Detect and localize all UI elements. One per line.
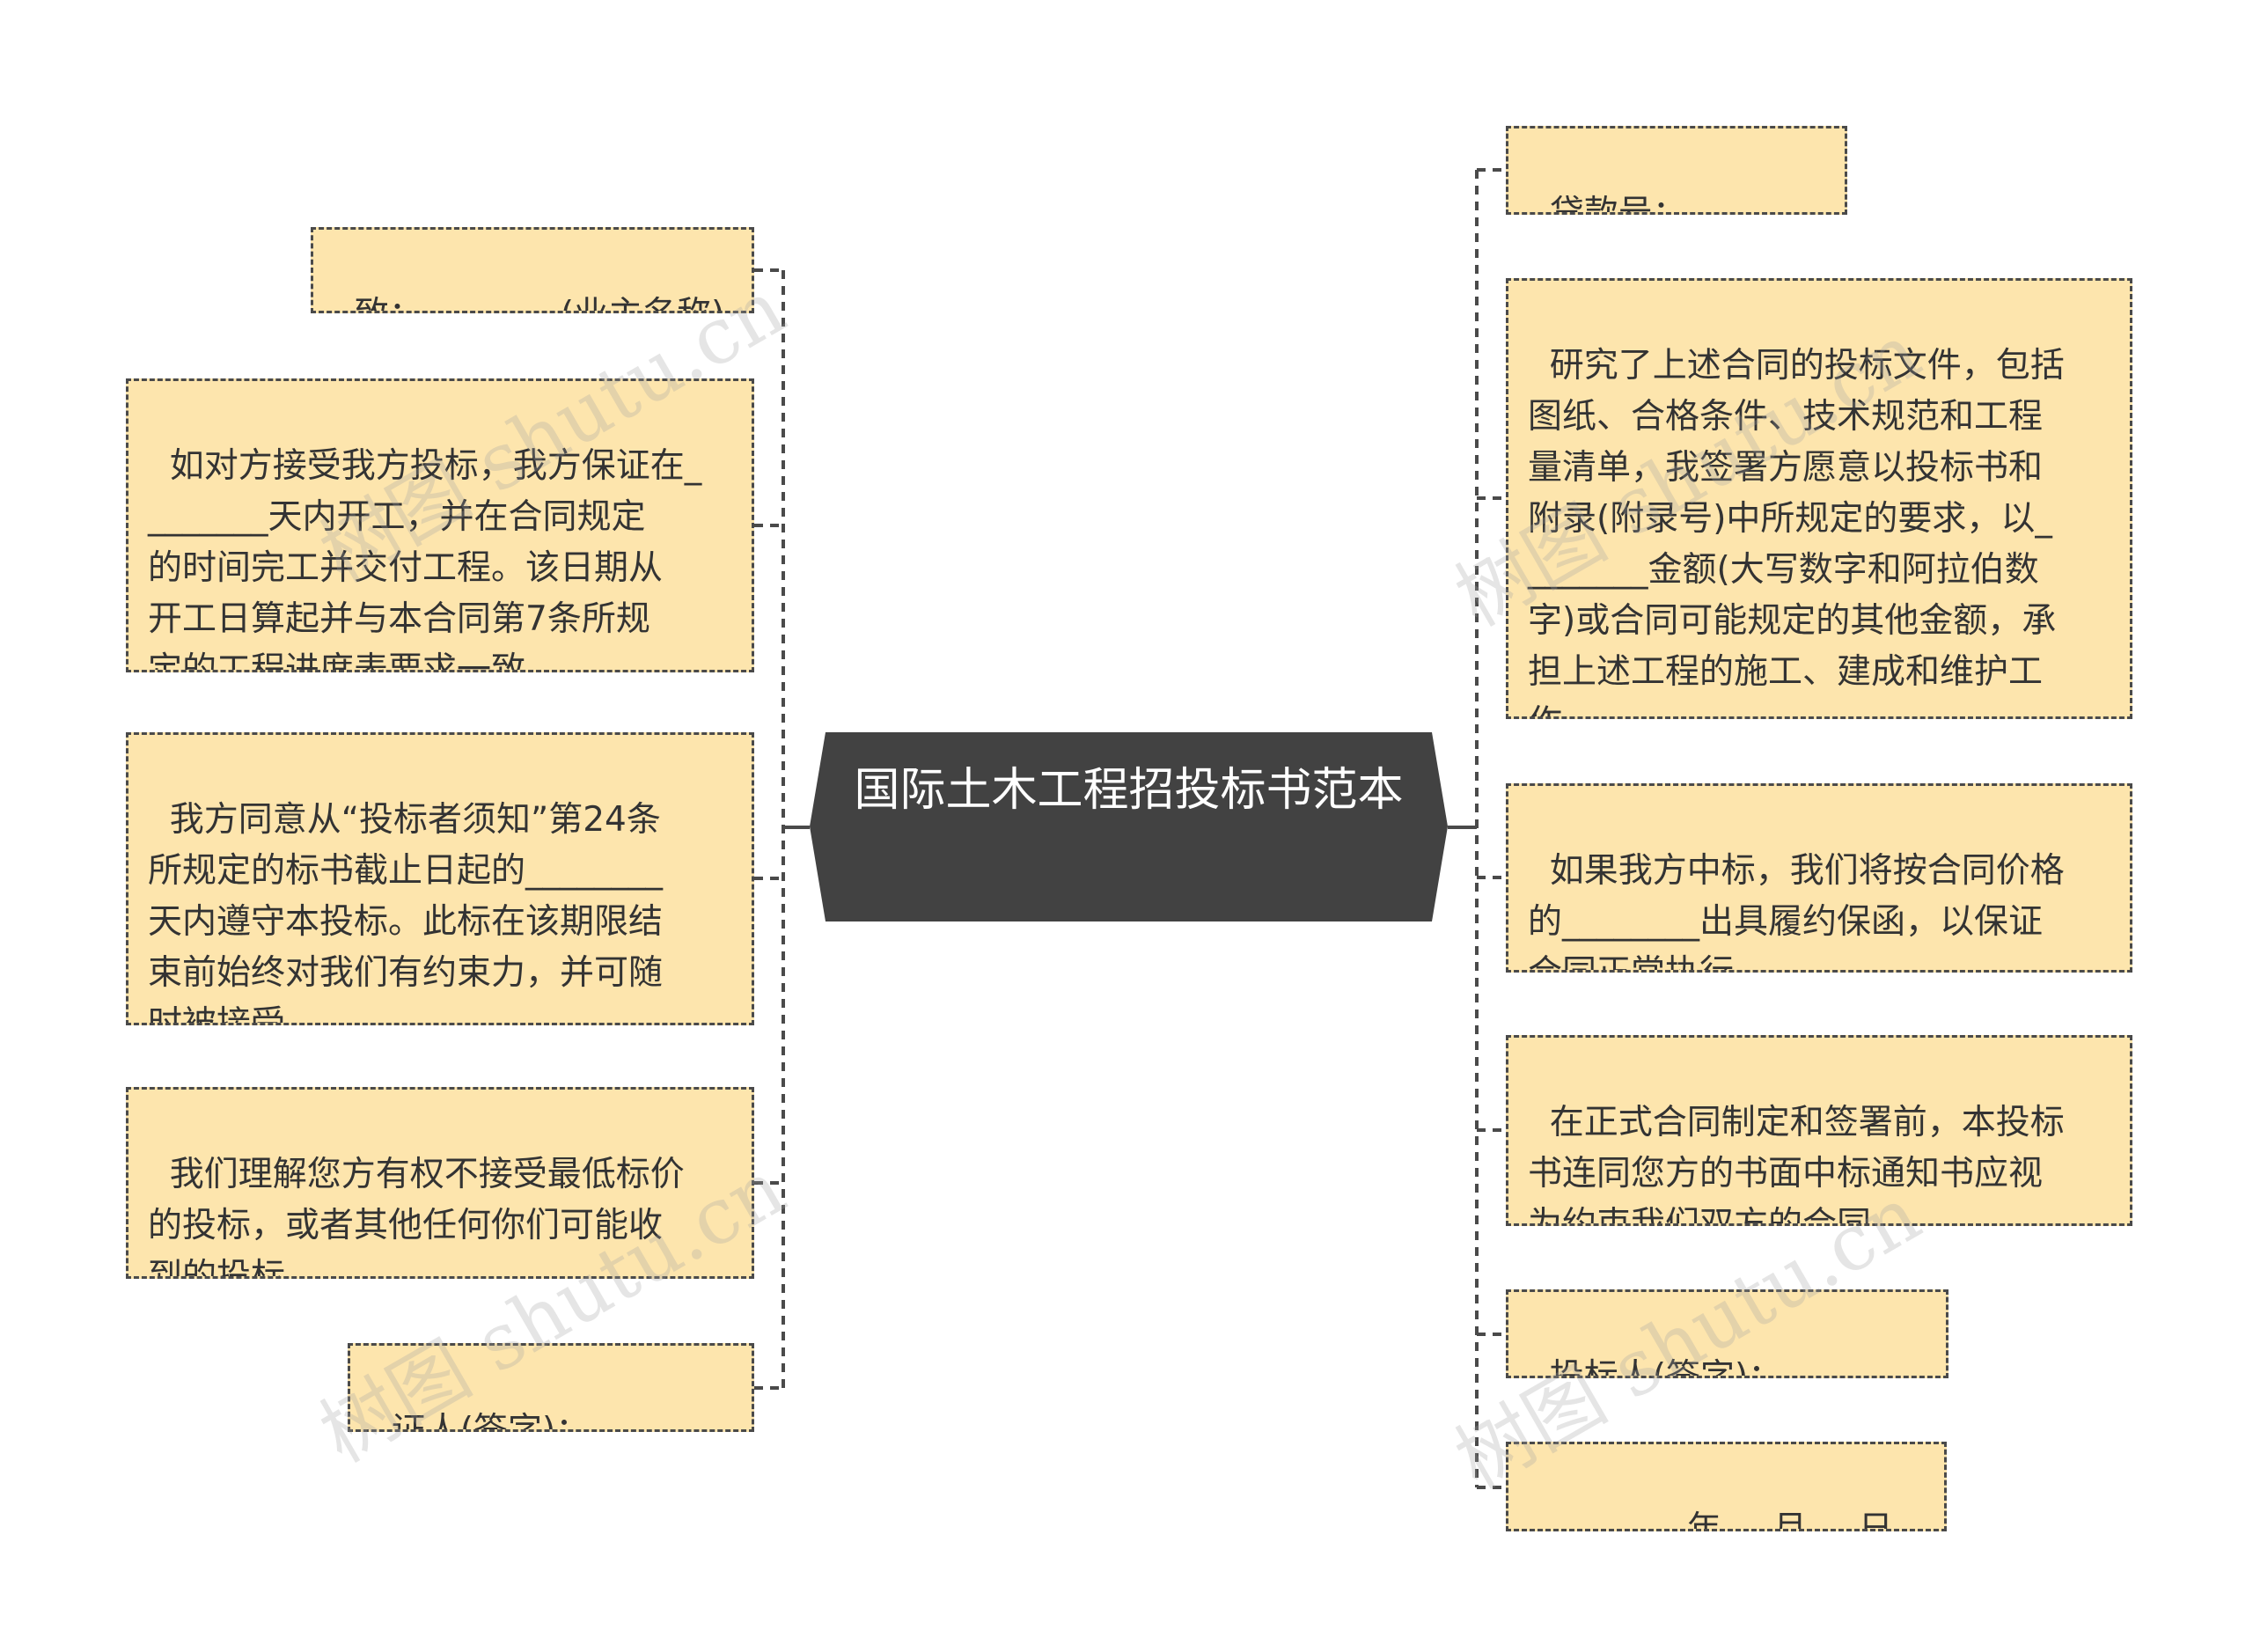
left-node-construction-commitment[interactable]: 如对方接受我方投标，我方保证在_ _______天内开工，并在合同规定 的时间完…	[126, 378, 754, 672]
central-topic-title: 国际土木工程招投标书范本	[854, 764, 1404, 817]
left-node-bid-validity[interactable]: 我方同意从“投标者须知”第24条 所规定的标书截止日起的________ 天内遵…	[126, 732, 754, 1025]
left-node-witness-signature-text: 证人(签字)：________	[391, 1411, 728, 1432]
left-node-witness-signature[interactable]: 证人(签字)：________	[348, 1343, 754, 1432]
left-node-lowest-bid-notice[interactable]: 我们理解您方有权不接受最低标价 的投标，或者其他任何你们可能收 到的投标。	[126, 1087, 754, 1279]
right-node-performance-bond[interactable]: 如果我方中标，我们将按合同价格 的________出具履约保函，以保证 合同正常…	[1506, 783, 2132, 973]
left-node-construction-commitment-text: 如对方接受我方投标，我方保证在_ _______天内开工，并在合同规定 的时间完…	[148, 446, 702, 672]
left-node-addressee[interactable]: 致：________(业主名称)	[311, 227, 754, 313]
right-node-date[interactable]: ________年___月___日	[1506, 1442, 1947, 1531]
right-node-bidder-signature-text: 投标人(签字)：________	[1549, 1357, 1920, 1378]
right-node-bid-undertaking[interactable]: 研究了上述合同的投标文件，包括 图纸、合格条件、技术规范和工程 量清单，我签署方…	[1506, 278, 2132, 719]
central-topic-shape	[810, 732, 1448, 921]
left-node-bid-validity-text: 我方同意从“投标者须知”第24条 所规定的标书截止日起的________ 天内遵…	[148, 800, 664, 1025]
central-topic[interactable]: 国际土木工程招投标书范本	[810, 732, 1448, 921]
right-node-binding-contract[interactable]: 在正式合同制定和签署前，本投标 书连同您方的书面中标通知书应视 为约束我们双方的…	[1506, 1035, 2132, 1226]
right-node-performance-bond-text: 如果我方中标，我们将按合同价格 的________出具履约保函，以保证 合同正常…	[1528, 851, 2065, 970]
right-node-loan-number-text: 贷款号：________	[1549, 194, 1824, 215]
right-node-binding-contract-text: 在正式合同制定和签署前，本投标 书连同您方的书面中标通知书应视 为约束我们双方的…	[1528, 1103, 2065, 1226]
right-node-loan-number[interactable]: 贷款号：________	[1506, 126, 1847, 215]
left-node-lowest-bid-notice-text: 我们理解您方有权不接受最低标价 的投标，或者其他任何你们可能收 到的投标。	[148, 1155, 685, 1279]
right-node-date-text: ________年___月___日	[1549, 1509, 1893, 1531]
right-node-bid-undertaking-text: 研究了上述合同的投标文件，包括 图纸、合格条件、技术规范和工程 量清单，我签署方…	[1528, 346, 2065, 716]
left-node-addressee-text: 致：________(业主名称)	[355, 295, 724, 311]
right-node-bidder-signature[interactable]: 投标人(签字)：________	[1506, 1289, 1948, 1378]
